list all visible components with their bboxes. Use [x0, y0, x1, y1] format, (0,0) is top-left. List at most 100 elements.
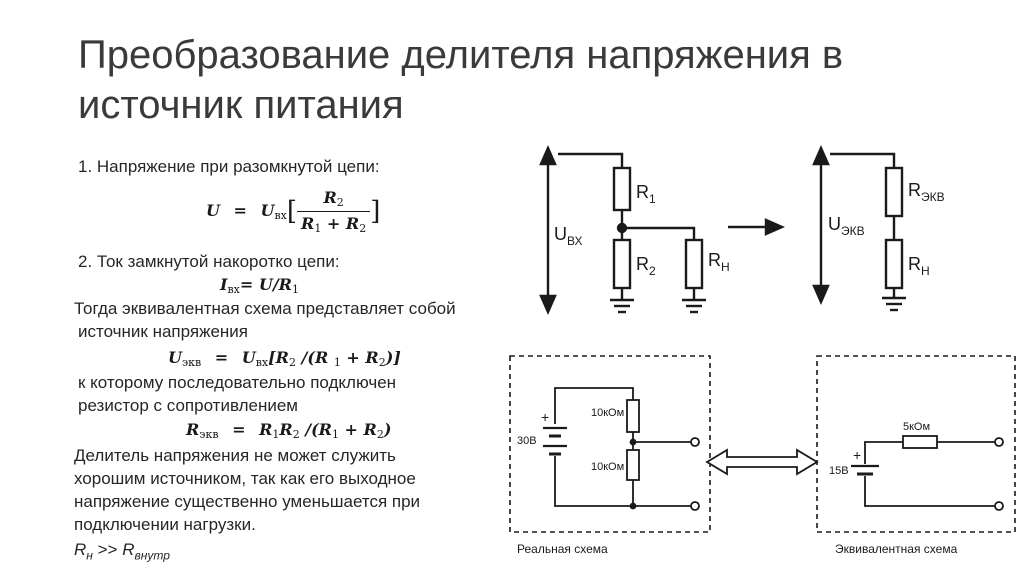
- top-circuit-diagram: UВХ R1 R2 RН UЭКВ RЭКВ RН: [539, 145, 945, 315]
- divider-line-3: напряжение существенно уменьшается при: [74, 492, 421, 511]
- cond-n-sub: н: [86, 548, 93, 563]
- label-rn-eq: RН: [908, 254, 930, 278]
- f4-sub1: 1: [272, 428, 280, 441]
- conn-line-1: к которому последовательно подключен: [78, 373, 397, 392]
- f3-u: U: [168, 348, 182, 367]
- f1-fraction: R2 R1 + R2: [297, 188, 371, 235]
- label-10k-bottom: 10кОм: [591, 461, 624, 473]
- label-r1: R1: [636, 182, 656, 206]
- f1-uvx: U: [260, 201, 275, 220]
- formula-short-circuit-current: Iвх= U/R1: [220, 275, 299, 296]
- resistor-req: [884, 166, 904, 218]
- slide-title: Преобразование делителя напряжения в ист…: [78, 33, 844, 127]
- item-2-text: 2. Ток замкнутой накоротко цепи:: [78, 252, 340, 271]
- f3-u2: U: [241, 348, 256, 367]
- equivalence-double-arrow: [705, 448, 819, 476]
- label-15v: 15В: [829, 465, 849, 477]
- f1-den-sub1: 1: [314, 222, 322, 235]
- f2-rest: = U/R: [239, 275, 292, 294]
- equivalent-circuit-frame: [816, 355, 1016, 533]
- formula-equivalent-resistance: Rэкв = R1R2 /(R1 + R2): [186, 420, 391, 441]
- real-top-wire: [554, 387, 634, 424]
- f1-num-r: R: [323, 188, 337, 207]
- plus-left: +: [541, 409, 549, 425]
- resistor-r1: [612, 166, 632, 212]
- resistor-r2: [612, 238, 632, 290]
- conn-line-2: резистор с сопротивлением: [78, 396, 298, 415]
- resistor-rn: [684, 238, 704, 290]
- f3-vx-sub: вх: [255, 356, 269, 369]
- resistor-10k-bottom: [626, 449, 640, 481]
- f3-eq: =: [214, 348, 229, 367]
- f3-sub1: 1: [333, 356, 341, 369]
- f1-eq: =: [233, 201, 247, 220]
- f1-rbracket: ]: [370, 196, 381, 227]
- eq-bottom-wire: [864, 476, 995, 507]
- f2-sub1: 1: [291, 283, 299, 296]
- f4-ekv-sub: экв: [199, 428, 219, 441]
- real-bottom-wire: [554, 456, 634, 507]
- cond-vnutr-sub: внутр: [134, 548, 170, 563]
- f4-sub2: 2: [292, 428, 300, 441]
- resistor-rn-eq: [884, 238, 904, 290]
- formula-open-circuit-voltage: U = Uвх[ R2 R1 + R2 ]: [206, 188, 380, 235]
- divider-line-4: подключении нагрузки.: [74, 515, 256, 534]
- caption-real: Реальная схема: [517, 542, 608, 556]
- f4-r: R: [186, 420, 200, 439]
- f4-c: /(R: [299, 420, 332, 439]
- plus-right: +: [853, 447, 861, 463]
- f3-c: + R: [340, 348, 379, 367]
- f3-ekv-sub: экв: [181, 356, 202, 369]
- label-5k: 5кОм: [903, 421, 930, 433]
- f1-den-plus: +: [326, 214, 341, 233]
- divider-line-2: хорошим источником, так как его выходное: [74, 469, 416, 488]
- label-r2: R2: [636, 254, 656, 278]
- label-ueq: UЭКВ: [828, 214, 865, 238]
- f4-eq: =: [232, 420, 246, 439]
- f3-sub2: 2: [288, 356, 296, 369]
- f4-sub2b: 2: [376, 428, 384, 441]
- f1-denominator: R1 + R2: [297, 212, 370, 235]
- f3-d: )]: [385, 348, 401, 367]
- label-10k-top: 10кОм: [591, 407, 624, 419]
- cond-gt: >>: [92, 540, 123, 559]
- cond-r: R: [74, 540, 87, 559]
- uin-arrow-head-up: [539, 145, 557, 166]
- caption-equivalent: Эквивалентная схема: [835, 542, 958, 556]
- divider-line-1: Делитель напряжения не может служить: [74, 446, 396, 465]
- f1-u: U: [206, 201, 220, 220]
- f4-b: R: [279, 420, 293, 439]
- bottom-circuit-diagram: + 30В 10кОм 10кОм + 15В 5кОм Реальная сх…: [509, 355, 1016, 556]
- f1-numerator: R2: [297, 188, 371, 212]
- f1-num-sub: 2: [336, 196, 344, 209]
- f1-den-r1: R: [301, 214, 315, 233]
- uin-arrow-head-down: [539, 294, 557, 315]
- item-1-text: 1. Напряжение при разомкнутой цепи:: [78, 157, 380, 176]
- f1-den-r2: R: [345, 214, 360, 233]
- f1-den-sub2: 2: [359, 222, 367, 235]
- resistor-10k-top: [626, 399, 640, 433]
- f3-sub2b: 2: [378, 356, 386, 369]
- label-req: RЭКВ: [908, 180, 945, 204]
- label-30v: 30В: [517, 435, 537, 447]
- f4-a: R: [259, 420, 273, 439]
- real-circuit-frame: [509, 355, 711, 533]
- f4-d: + R: [338, 420, 377, 439]
- condition-line: Rн >> Rвнутр: [74, 540, 170, 565]
- f4-sub1b: 1: [331, 428, 339, 441]
- f4-e: ): [383, 420, 392, 439]
- top-wire: [558, 152, 624, 168]
- f2-vx-sub: вх: [227, 283, 240, 296]
- label-uin: UВХ: [554, 224, 582, 248]
- f1-vx-sub: вх: [274, 209, 287, 222]
- f1-lbracket: [: [286, 196, 298, 227]
- then-line-1: Тогда эквивалентная схема представляет с…: [74, 299, 456, 318]
- resistor-5k: [902, 435, 938, 449]
- label-rn: RН: [708, 250, 730, 274]
- transform-arrow-head: [764, 218, 785, 236]
- f2-i: I: [220, 275, 228, 294]
- then-line-2: источник напряжения: [78, 322, 249, 341]
- load-wire: [622, 226, 696, 240]
- f3-b: /(R: [295, 348, 334, 367]
- cond-r2: R: [122, 540, 135, 559]
